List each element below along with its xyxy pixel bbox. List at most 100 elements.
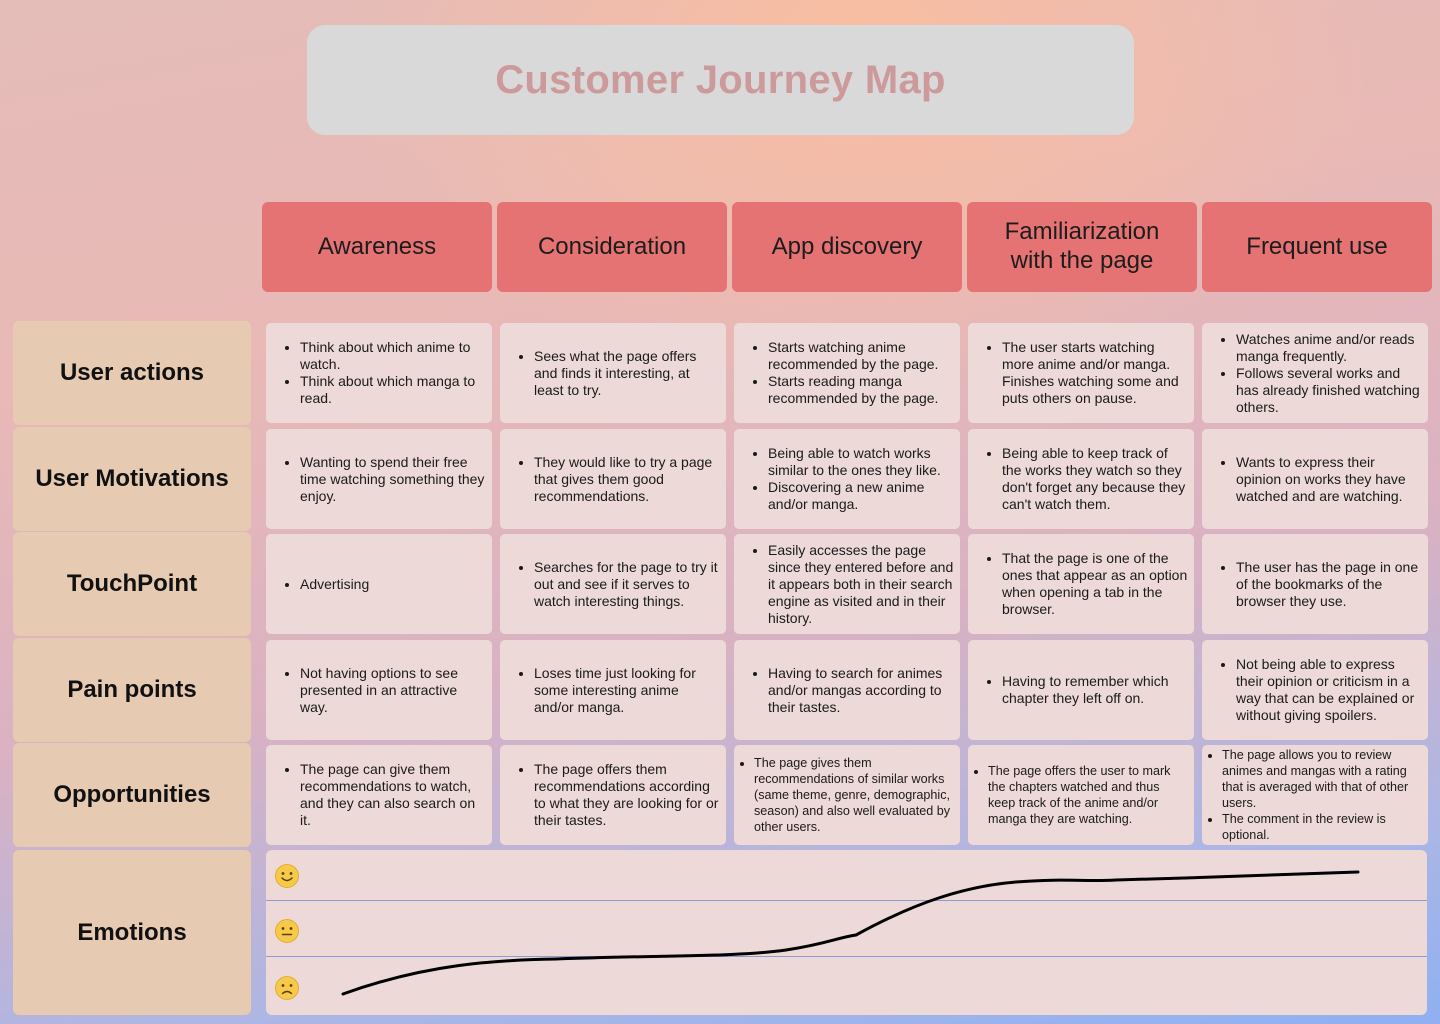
bullet-list: Being able to keep track of the works th… <box>972 445 1188 513</box>
bullet-item: Wants to express their opinion on works … <box>1236 454 1422 505</box>
touchpoint-cell: That the page is one of the ones that ap… <box>968 534 1194 634</box>
bullet-list: Having to remember which chapter they le… <box>972 673 1188 707</box>
stage-header-frequent-use: Frequent use <box>1202 202 1432 292</box>
row-label-opportunities: Opportunities <box>13 743 251 847</box>
user-motivations-cell: Being able to keep track of the works th… <box>968 429 1194 529</box>
row-label-user-actions: User actions <box>13 321 251 425</box>
bullet-item: That the page is one of the ones that ap… <box>1002 550 1188 618</box>
bullet-item: Discovering a new anime and/or manga. <box>768 479 954 513</box>
bullet-list: The user starts watching more anime and/… <box>972 339 1188 407</box>
user-actions-cell: Sees what the page offers and finds it i… <box>500 323 726 423</box>
bullet-list: The page can give them recommendations t… <box>270 761 486 829</box>
bullet-item: Easily accesses the page since they ente… <box>768 542 954 627</box>
bullet-list: Think about which anime to watch.Think a… <box>270 339 486 407</box>
bullet-item: Not having options to see presented in a… <box>300 665 486 716</box>
bullet-item: The page offers them recommendations acc… <box>534 761 720 829</box>
opportunities-cell: The page offers them recommendations acc… <box>500 745 726 845</box>
bullet-list: They would like to try a page that gives… <box>504 454 720 505</box>
bullet-list: Having to search for animes and/or manga… <box>738 665 954 716</box>
pain-points-cell: Loses time just looking for some interes… <box>500 640 726 740</box>
bullet-item: They would like to try a page that gives… <box>534 454 720 505</box>
row-label-emotions: Emotions <box>13 850 251 1015</box>
bullet-item: Not being able to express their opinion … <box>1236 656 1422 724</box>
opportunities-cell: The page can give them recommendations t… <box>266 745 492 845</box>
bullet-list: The user has the page in one of the book… <box>1206 559 1422 610</box>
user-motivations-cell: Wants to express their opinion on works … <box>1202 429 1428 529</box>
bullet-item: Advertising <box>300 576 369 593</box>
bullet-item: Searches for the page to try it out and … <box>534 559 720 610</box>
bullet-list: Sees what the page offers and finds it i… <box>504 348 720 399</box>
bullet-list: Not being able to express their opinion … <box>1206 656 1422 724</box>
bullet-item: The comment in the review is optional. <box>1222 811 1422 843</box>
bullet-item: Watches anime and/or reads manga frequen… <box>1236 331 1422 365</box>
bullet-list: Easily accesses the page since they ente… <box>738 542 954 627</box>
bullet-item: Having to remember which chapter they le… <box>1002 673 1188 707</box>
bullet-item: The page allows you to review animes and… <box>1222 747 1422 811</box>
row-label-touchpoint: TouchPoint <box>13 532 251 636</box>
user-actions-cell: Starts watching anime recommended by the… <box>734 323 960 423</box>
bullet-list: Being able to watch works similar to the… <box>738 445 954 513</box>
bullet-list: Wants to express their opinion on works … <box>1206 454 1422 505</box>
bullet-list: The page offers them recommendations acc… <box>504 761 720 829</box>
pain-points-cell: Having to remember which chapter they le… <box>968 640 1194 740</box>
user-actions-cell: The user starts watching more anime and/… <box>968 323 1194 423</box>
emotion-divider <box>266 900 1427 901</box>
bullet-item: The user has the page in one of the book… <box>1236 559 1422 610</box>
bullet-item: Starts reading manga recommended by the … <box>768 373 954 407</box>
bullet-item: Being able to watch works similar to the… <box>768 445 954 479</box>
emotion-curve <box>341 870 1360 996</box>
bullet-item: The page offers the user to mark the cha… <box>988 763 1188 827</box>
bullet-item: Having to search for animes and/or manga… <box>768 665 954 716</box>
bullet-list: Wanting to spend their free time watchin… <box>270 454 486 505</box>
bullet-item: Wanting to spend their free time watchin… <box>300 454 486 505</box>
neutral-face-icon <box>275 919 299 943</box>
bullet-item: Loses time just looking for some interes… <box>534 665 720 716</box>
bullet-list: Advertising <box>270 576 369 593</box>
user-actions-cell: Think about which anime to watch.Think a… <box>266 323 492 423</box>
stage-header-familiarization-with-the-page: Familiarization with the page <box>967 202 1197 292</box>
user-motivations-cell: They would like to try a page that gives… <box>500 429 726 529</box>
user-actions-cell: Watches anime and/or reads manga frequen… <box>1202 323 1428 423</box>
bullet-list: Starts watching anime recommended by the… <box>738 339 954 407</box>
pain-points-cell: Not having options to see presented in a… <box>266 640 492 740</box>
bullet-item: The user starts watching more anime and/… <box>1002 339 1188 407</box>
emotion-divider <box>266 956 1427 957</box>
opportunities-cell: The page offers the user to mark the cha… <box>968 745 1194 845</box>
touchpoint-cell: Easily accesses the page since they ente… <box>734 534 960 634</box>
touchpoint-cell: Advertising <box>266 534 492 634</box>
pain-points-cell: Not being able to express their opinion … <box>1202 640 1428 740</box>
pain-points-cell: Having to search for animes and/or manga… <box>734 640 960 740</box>
bullet-list: Not having options to see presented in a… <box>270 665 486 716</box>
touchpoint-cell: Searches for the page to try it out and … <box>500 534 726 634</box>
emotions-chart <box>266 850 1427 1015</box>
row-label-user-motivations: User Motivations <box>13 427 251 531</box>
opportunities-cell: The page allows you to review animes and… <box>1202 745 1428 845</box>
bullet-item: The page gives them recommendations of s… <box>754 755 954 835</box>
stage-header-consideration: Consideration <box>497 202 727 292</box>
bullet-list: Loses time just looking for some interes… <box>504 665 720 716</box>
touchpoint-cell: The user has the page in one of the book… <box>1202 534 1428 634</box>
bullet-item: Being able to keep track of the works th… <box>1002 445 1188 513</box>
bullet-list: The page offers the user to mark the cha… <box>972 763 1188 827</box>
bullet-list: Watches anime and/or reads manga frequen… <box>1206 331 1422 416</box>
stage-header-app-discovery: App discovery <box>732 202 962 292</box>
bullet-list: That the page is one of the ones that ap… <box>972 550 1188 618</box>
bullet-item: Sees what the page offers and finds it i… <box>534 348 720 399</box>
user-motivations-cell: Wanting to spend their free time watchin… <box>266 429 492 529</box>
bullet-item: Think about which anime to watch. <box>300 339 486 373</box>
bullet-item: The page can give them recommendations t… <box>300 761 486 829</box>
bullet-list: The page gives them recommendations of s… <box>738 755 954 835</box>
bullet-list: The page allows you to review animes and… <box>1206 747 1422 843</box>
bullet-item: Starts watching anime recommended by the… <box>768 339 954 373</box>
page-title: Customer Journey Map <box>495 57 946 102</box>
row-label-pain-points: Pain points <box>13 638 251 742</box>
sad-face-icon <box>275 976 299 1000</box>
user-motivations-cell: Being able to watch works similar to the… <box>734 429 960 529</box>
stage-header-awareness: Awareness <box>262 202 492 292</box>
title-box: Customer Journey Map <box>307 25 1134 135</box>
bullet-list: Searches for the page to try it out and … <box>504 559 720 610</box>
happy-face-icon <box>275 864 299 888</box>
opportunities-cell: The page gives them recommendations of s… <box>734 745 960 845</box>
bullet-item: Think about which manga to read. <box>300 373 486 407</box>
bullet-item: Follows several works and has already fi… <box>1236 365 1422 416</box>
